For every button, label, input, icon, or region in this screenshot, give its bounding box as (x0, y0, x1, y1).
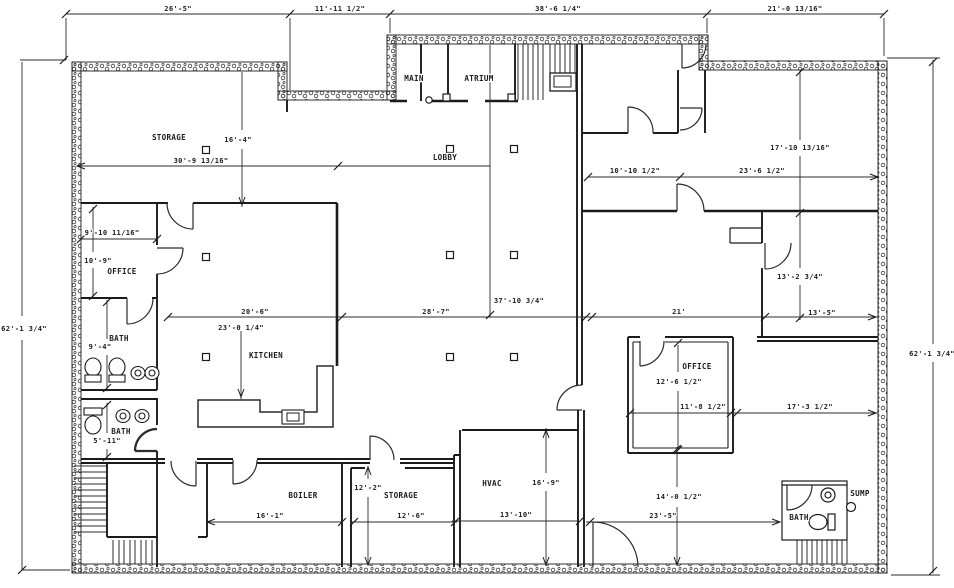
dim-left: 62'-1 3/4" (1, 324, 47, 333)
room-label-storage: STORAGE (152, 133, 186, 142)
dim-14-0: 14'-0 1/2" (656, 492, 702, 501)
dim-11-8: 11'-8 1/2" (680, 402, 726, 411)
dim-13-10: 13'-10" (500, 510, 532, 519)
room-label-storage-b: STORAGE (384, 491, 418, 500)
atrium-stairs (517, 44, 577, 100)
room-label-bath-low: BATH (111, 427, 131, 436)
room-label-bath-br: BATH (789, 513, 809, 522)
dim-9-10: 9'-10 11/16" (85, 228, 140, 237)
dim-28-7: 28'-7" (422, 307, 449, 316)
dim-16-1: 16'-1" (256, 511, 283, 520)
dim-23-5: 23'-5" (649, 511, 676, 520)
room-label-kitchen: KITCHEN (249, 351, 283, 360)
room-label-atrium: ATRIUM (464, 74, 493, 83)
dim-top-2: 11'-11 1/2" (315, 4, 365, 13)
room-label-main: MAIN (404, 74, 424, 83)
sump-pit (845, 501, 857, 513)
dim-16-4: 16'-4" (224, 135, 251, 144)
dim-top-1: 26'-5" (164, 4, 191, 13)
bath-fixtures-lower (83, 407, 150, 435)
dim-37-10: 37'-10 3/4" (494, 296, 544, 305)
dim-top-3: 38'-6 1/4" (535, 4, 581, 13)
dim-21: 21' (672, 307, 686, 316)
dim-23-0: 23'-0 1/4" (218, 323, 264, 332)
interior-walls (81, 44, 878, 567)
room-label-sump: SUMP (850, 489, 870, 498)
dimension-ticks (17, 9, 938, 576)
dim-9-4: 9'-4" (89, 342, 112, 351)
dim-23-6: 23'-6 1/2" (739, 166, 785, 175)
room-label-office-right: OFFICE (682, 362, 711, 371)
dim-5-11: 5'-11" (93, 436, 120, 445)
dim-top-4: 21'-0 13/16" (768, 4, 823, 13)
dim-13-2: 13'-2 3/4" (777, 272, 823, 281)
dim-12-6b: 12'-6" (397, 511, 424, 520)
room-label-bath-mid: BATH (109, 334, 129, 343)
dim-10-9: 10'-9" (84, 256, 111, 265)
dim-12-6h: 12'-6 1/2" (656, 377, 702, 386)
kitchen-counter (197, 365, 334, 428)
room-label-hvac: HVAC (482, 479, 502, 488)
dim-17-10: 17'-10 13/16" (770, 143, 829, 152)
exterior-walls (71, 34, 888, 574)
dimension-lines (20, 13, 940, 576)
dim-20-6: 20'-6" (241, 307, 268, 316)
dim-12-2: 12'-2" (354, 483, 381, 492)
bath-br (781, 480, 857, 541)
basement-stairs (74, 465, 158, 564)
dim-10-10: 10'-10 1/2" (610, 166, 660, 175)
room-label-lobby: LOBBY (433, 153, 457, 162)
room-label-office-left: OFFICE (107, 267, 136, 276)
dim-13-5: 13'-5" (808, 308, 835, 317)
columns (201, 93, 519, 362)
dim-16-9: 16'-9" (532, 478, 559, 487)
doors (126, 43, 813, 568)
bath-fixtures-upper (84, 357, 160, 383)
dim-30-9: 30'-9 13/16" (174, 156, 229, 165)
bath-br-steps (796, 540, 848, 564)
dim-17-3: 17'-3 1/2" (787, 402, 833, 411)
dim-right: 62'-1 3/4" (909, 349, 954, 358)
room-label-boiler: BOILER (288, 491, 317, 500)
